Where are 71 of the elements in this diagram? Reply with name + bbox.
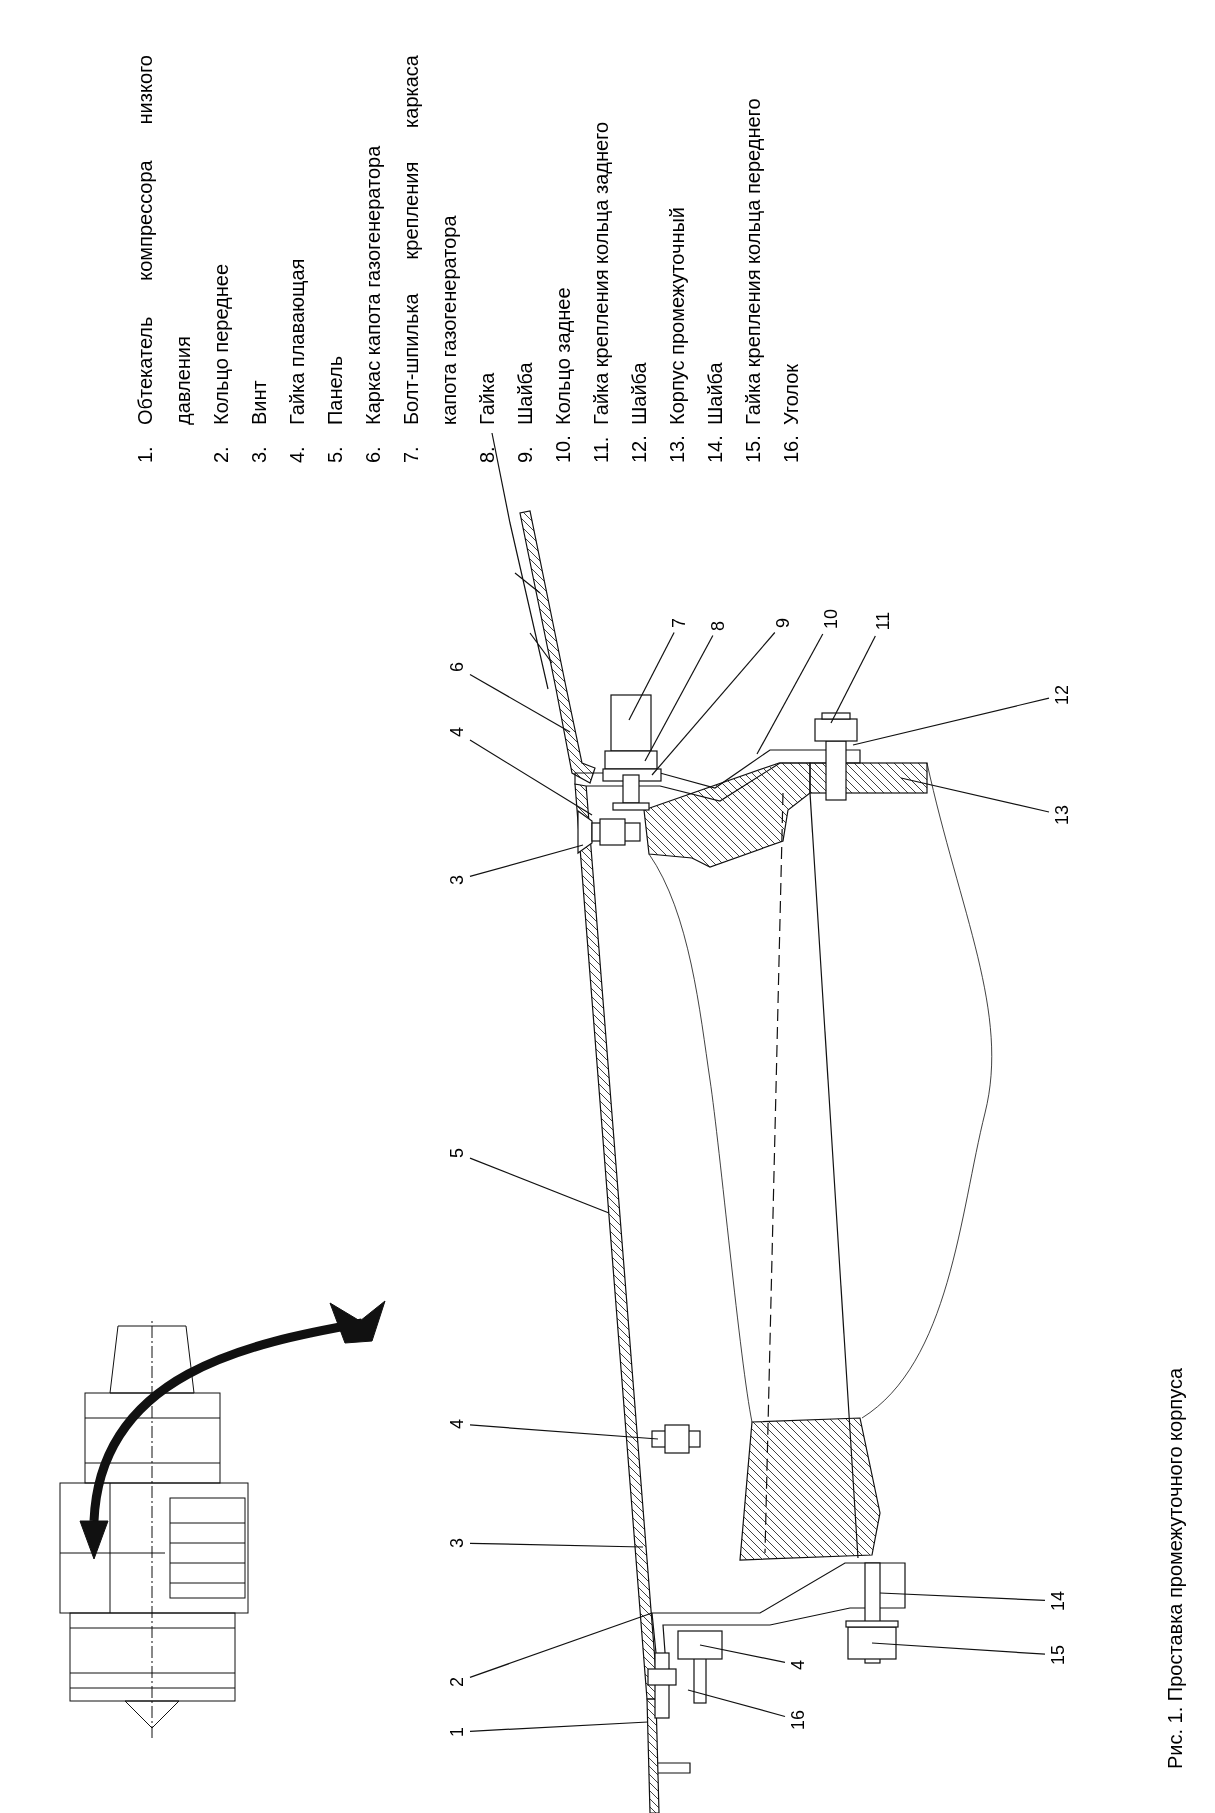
leader-line [469, 1721, 649, 1732]
part-name: Шайба [703, 361, 727, 425]
leader-line [756, 633, 824, 755]
leader-line [699, 1644, 786, 1663]
leader-line [644, 634, 714, 762]
list-number: 2. [209, 445, 233, 463]
callout-number: 6 [447, 660, 467, 674]
leader-line [469, 1612, 653, 1678]
list-number: 14. [703, 434, 727, 463]
part-name: Винт [247, 379, 271, 425]
list-number: 10. [551, 434, 575, 463]
leader-line [871, 1642, 1046, 1655]
callout-number: 10 [821, 607, 841, 631]
callout-number: 14 [1048, 1589, 1068, 1613]
part-name: Уголок [779, 362, 803, 425]
callout-number: 1 [447, 1725, 467, 1739]
list-number: 9. [513, 445, 537, 463]
leader-line [687, 1689, 786, 1718]
callout-number: 11 [873, 609, 893, 633]
leader-line [469, 1542, 644, 1548]
callout-number: 15 [1048, 1643, 1068, 1667]
part-name: Гайка [475, 371, 499, 425]
list-number: 11. [589, 435, 613, 463]
list-number: 3. [247, 445, 271, 463]
callout-number: 2 [447, 1675, 467, 1689]
callout-number: 13 [1052, 803, 1072, 827]
part-name: Корпус промежуточный [665, 205, 689, 425]
leader-line [852, 697, 1050, 746]
part-name: Гайка плавающая [285, 257, 309, 425]
part-name: Кольцо заднее [551, 286, 575, 425]
leader-line [469, 1424, 659, 1440]
leader-line [628, 631, 675, 721]
list-number: 7. [399, 445, 423, 463]
leader-line [469, 844, 584, 877]
list-number: 8. [475, 445, 499, 463]
leader-line [830, 635, 876, 724]
figure-caption: Рис. 1. Проставка промежуточного корпуса [1163, 1367, 1187, 1769]
list-number: 6. [361, 445, 385, 463]
callout-number: 5 [447, 1146, 467, 1160]
leader-line [469, 739, 593, 816]
leader-line [900, 777, 1050, 813]
part-name: Панель [323, 354, 347, 425]
list-number: 1. [133, 445, 157, 463]
part-name: Гайка крепления кольца переднего [741, 97, 765, 425]
part-name: Болт-шпилька крепления каркаса капота газогенератора [399, 55, 461, 425]
list-number: 12. [627, 434, 651, 463]
callout-number: 9 [773, 616, 793, 630]
leader-line [469, 673, 571, 733]
callout-number: 3 [447, 1536, 467, 1550]
list-number: 4. [285, 445, 309, 463]
callout-number: 4 [788, 1658, 808, 1672]
list-number: 5. [323, 445, 347, 463]
leader-line [879, 1592, 1046, 1601]
part-name: Кольцо переднее [209, 262, 233, 425]
callout-number: 7 [669, 616, 689, 630]
callout-number: 12 [1052, 683, 1072, 707]
callout-number: 4 [447, 725, 467, 739]
list-number: 16. [779, 434, 803, 463]
leader-line [469, 1157, 610, 1214]
callout-number: 16 [788, 1708, 808, 1732]
callout-number: 8 [708, 619, 728, 633]
list-number: 15. [741, 434, 765, 463]
callout-number: 3 [447, 873, 467, 887]
part-name: Гайка крепления кольца заднего [589, 120, 613, 425]
part-name: Шайба [627, 361, 651, 425]
part-name: Шайба [513, 361, 537, 425]
leader-line [651, 631, 776, 776]
part-name: Каркас капота газогенератора [361, 144, 385, 425]
callout-number: 4 [447, 1417, 467, 1431]
part-name: Обтекатель компрессора низкого давления [133, 55, 195, 425]
list-number: 13. [665, 434, 689, 463]
